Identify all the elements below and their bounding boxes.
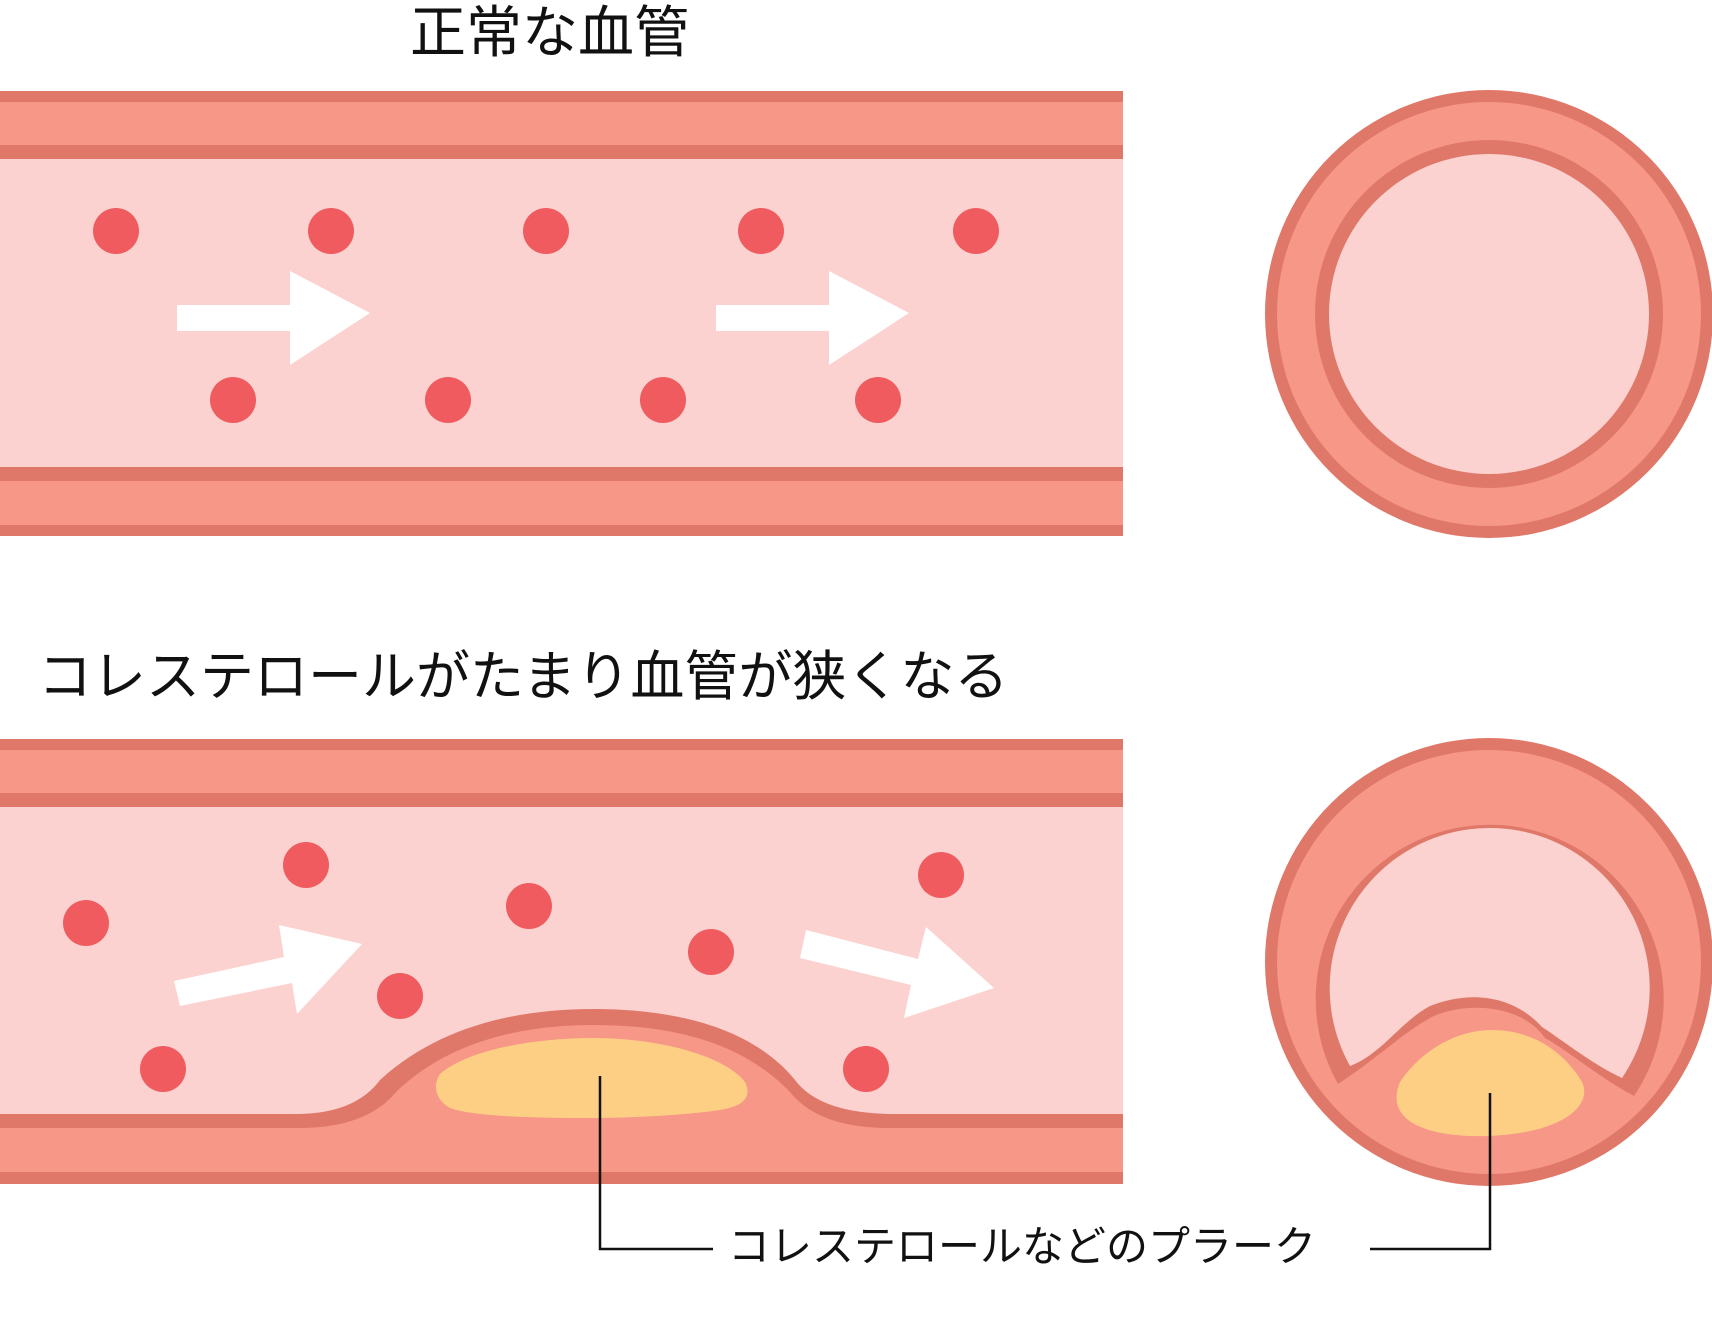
normal-cross-lumen xyxy=(1329,154,1649,474)
normal-vessel-section xyxy=(0,91,1123,536)
blood-cell xyxy=(523,208,569,254)
normal-vessel-wall-bottom xyxy=(0,481,1123,525)
blood-cell xyxy=(283,842,329,888)
plaque-callout-label: コレステロールなどのプラーク xyxy=(728,1222,1317,1271)
blood-cell xyxy=(855,377,901,423)
blood-cell xyxy=(425,377,471,423)
blood-cell xyxy=(377,973,423,1019)
blood-cell xyxy=(63,900,109,946)
blood-cell xyxy=(308,208,354,254)
blood-cell xyxy=(738,208,784,254)
title-narrowed-vessel: コレステロールがたまり血管が狭くなる xyxy=(38,645,1009,708)
flow-arrow-icon xyxy=(174,925,362,1014)
callout-line-right xyxy=(1370,1093,1492,1251)
flow-arrow-icon xyxy=(177,271,370,365)
blood-cell xyxy=(93,208,139,254)
blood-cell xyxy=(506,883,552,929)
plaque-callout-lines xyxy=(598,1076,1492,1251)
flow-arrow-icon xyxy=(800,927,994,1018)
blood-cell xyxy=(953,208,999,254)
blood-cell xyxy=(640,377,686,423)
plaque-core xyxy=(435,1038,748,1118)
blood-cell xyxy=(843,1046,889,1092)
blood-cell xyxy=(918,852,964,898)
narrowed-vessel-wall-top xyxy=(0,750,1123,793)
normal-vessel-cross-section xyxy=(1265,90,1712,538)
blood-cell xyxy=(210,377,256,423)
narrowed-cross-lumen xyxy=(1329,828,1650,1078)
blood-cell xyxy=(140,1046,186,1092)
normal-vessel-wall-top xyxy=(0,102,1123,145)
flow-arrow-icon xyxy=(716,271,909,365)
callout-line-left xyxy=(598,1076,713,1251)
cross-plaque-core xyxy=(1396,1030,1585,1137)
normal-vessel-lumen xyxy=(0,159,1123,467)
blood-cell xyxy=(688,929,734,975)
narrowed-vessel-section xyxy=(0,739,1123,1184)
title-normal-vessel: 正常な血管 xyxy=(410,1,690,66)
narrowed-vessel-cross-section xyxy=(1265,738,1712,1186)
